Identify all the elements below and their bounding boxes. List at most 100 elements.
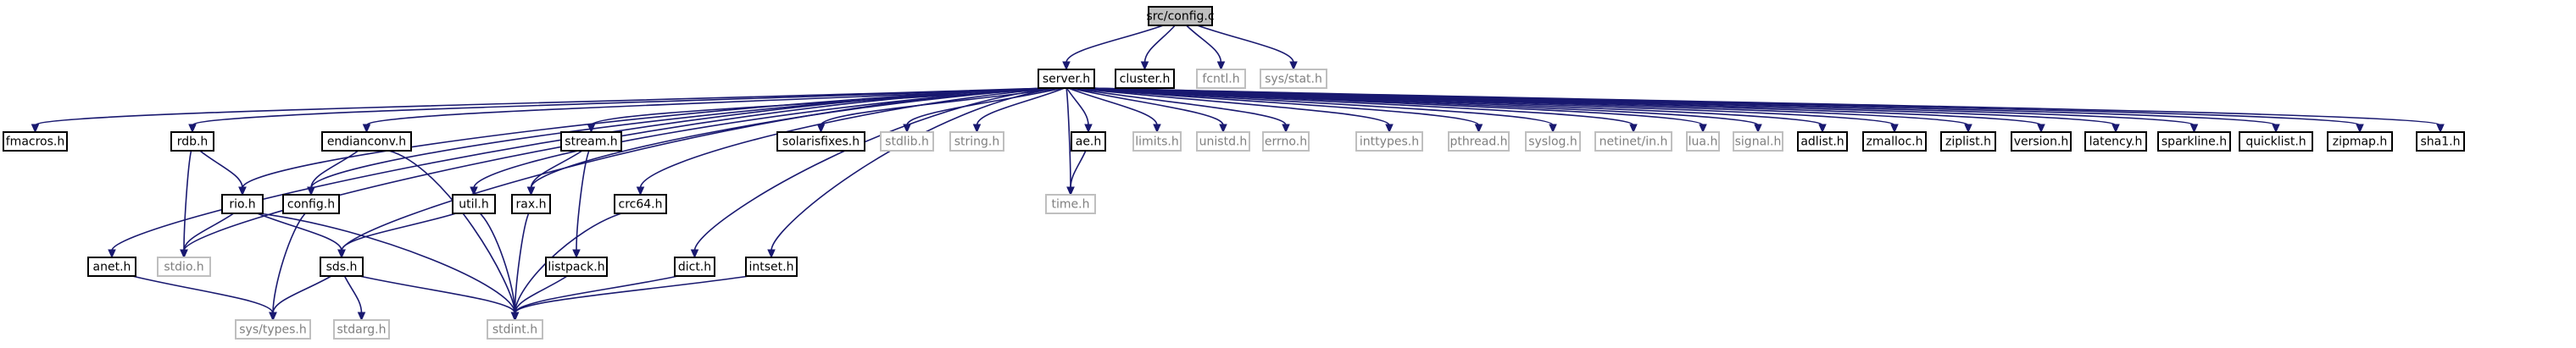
node-crc64-h[interactable]: crc64.h: [614, 194, 667, 214]
edge-line: [473, 87, 1055, 189]
node-server-h[interactable]: server.h: [1038, 69, 1095, 89]
node-latency-h[interactable]: latency.h: [2084, 131, 2147, 152]
node-box: [1071, 131, 1106, 152]
node-label: inttypes.h: [1360, 135, 1419, 149]
node-label: util.h: [459, 198, 488, 212]
edge-line: [310, 87, 1052, 189]
edge-line: [530, 87, 1056, 189]
node-dict-h[interactable]: dict.h: [674, 257, 715, 277]
node-ziplist-h[interactable]: ziplist.h: [1940, 131, 1996, 152]
node-config-h[interactable]: config.h: [282, 194, 340, 214]
arrowhead: [362, 124, 371, 134]
node-sparkline-h[interactable]: sparkline.h: [2157, 131, 2231, 152]
node-version-h[interactable]: version.h: [2011, 131, 2072, 152]
node-label: fcntl.h: [1202, 73, 1239, 86]
edge-line: [906, 87, 1064, 126]
node-label: listpack.h: [548, 261, 604, 274]
arrowhead: [2356, 124, 2364, 134]
node-box: [2084, 131, 2147, 152]
node-netinet-in-h: netinet/in.h: [1594, 131, 1672, 152]
node-stream-h[interactable]: stream.h: [560, 131, 622, 152]
arrowhead: [1282, 124, 1290, 134]
node-ae-h[interactable]: ae.h: [1071, 131, 1106, 152]
edge-line: [242, 87, 1050, 189]
node-cluster-h[interactable]: cluster.h: [1115, 69, 1175, 89]
arrowhead: [587, 124, 596, 134]
edge-line: [576, 150, 590, 251]
node-box: [2157, 131, 2231, 152]
node-fmacros-h[interactable]: fmacros.h: [3, 131, 68, 152]
node-endianconv-h[interactable]: endianconv.h: [321, 131, 412, 152]
node-box: [1448, 131, 1510, 152]
edge-server-to-endian: [362, 87, 1053, 134]
edge-config-to-cluster: [1140, 25, 1176, 71]
edge-line: [693, 87, 1060, 251]
node-box: [1038, 69, 1095, 89]
node-label: latency.h: [2089, 135, 2143, 149]
node-quicklist-h[interactable]: quicklist.h: [2239, 131, 2313, 152]
edge-line: [1065, 87, 1071, 189]
edge-line: [341, 87, 1052, 251]
edge-dict-to-stdint: [510, 275, 679, 322]
node-label: stdint.h: [492, 323, 537, 337]
node-label: src/config.c: [1146, 10, 1214, 24]
arrowhead: [357, 312, 366, 322]
edge-line: [341, 213, 457, 251]
edge-server-to-stdlib: [903, 87, 1064, 134]
edge-config-to-sysstat: [1197, 25, 1298, 71]
edge-server-to-unistd: [1069, 87, 1227, 134]
node-rax-h[interactable]: rax.h: [511, 194, 551, 214]
node-zipmap-h[interactable]: zipmap.h: [2327, 131, 2393, 152]
node-listpack-h[interactable]: listpack.h: [545, 257, 608, 277]
node-anet-h[interactable]: anet.h: [87, 257, 136, 277]
node-adlist-h[interactable]: adlist.h: [1797, 131, 1848, 152]
node-util-h[interactable]: util.h: [452, 194, 496, 214]
edge-server-to-syslog: [1076, 87, 1557, 134]
node-box: [1196, 69, 1246, 89]
node-zmalloc-h[interactable]: zmalloc.h: [1862, 131, 1927, 152]
edge-ae-to-time: [1066, 150, 1087, 196]
node-intset-h[interactable]: intset.h: [745, 257, 798, 277]
node-pthread-h: pthread.h: [1448, 131, 1510, 152]
node-label: adlist.h: [1800, 135, 1844, 149]
node-rio-h[interactable]: rio.h: [221, 194, 264, 214]
edge-config-to-server: [1062, 25, 1164, 71]
arrowhead: [636, 186, 645, 196]
node-label: ae.h: [1076, 135, 1102, 149]
node-box: [452, 194, 496, 214]
arrowhead: [1818, 124, 1827, 134]
edge-server-to-solaris: [816, 87, 1062, 134]
node-box: [1355, 131, 1423, 152]
edge-line: [183, 87, 1049, 251]
edge-line: [272, 275, 332, 314]
node-box: [3, 131, 68, 152]
arrowhead: [1890, 124, 1899, 134]
arrowhead: [1629, 124, 1638, 134]
edge-server-to-rdb: [188, 87, 1049, 134]
node-sds-h[interactable]: sds.h: [320, 257, 364, 277]
node-sha1-h[interactable]: sha1.h: [2416, 131, 2465, 152]
edge-server-to-fmacros: [31, 87, 1046, 134]
node-box: [1594, 131, 1672, 152]
node-rdb-h[interactable]: rdb.h: [170, 131, 214, 152]
node-stdarg-h: stdarg.h: [333, 319, 390, 340]
node-solarisfixes-h[interactable]: solarisfixes.h: [776, 131, 865, 152]
arrowhead: [1289, 61, 1298, 71]
node-src-config-c[interactable]: src/config.c: [1146, 6, 1215, 26]
node-box: [1262, 131, 1310, 152]
node-box: [674, 257, 715, 277]
node-box: [560, 131, 622, 152]
node-box: [487, 319, 543, 340]
node-box: [745, 257, 798, 277]
arrowhead: [269, 312, 277, 322]
edge-endian-to-configh: [307, 150, 359, 196]
node-stdio-h: stdio.h: [157, 257, 211, 277]
node-label: time.h: [1052, 198, 1090, 212]
edge-line: [343, 275, 363, 314]
node-label: version.h: [2014, 135, 2069, 149]
node-label: intset.h: [749, 261, 794, 274]
node-sys-types-h: sys/types.h: [235, 319, 311, 340]
node-label: zipmap.h: [2333, 135, 2388, 149]
node-label: rio.h: [229, 198, 255, 212]
edge-line: [111, 87, 1048, 251]
